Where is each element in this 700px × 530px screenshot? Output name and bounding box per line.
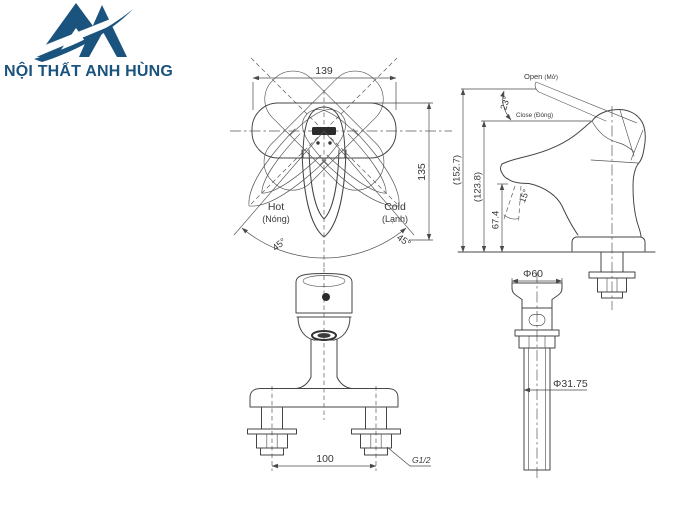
dim-height-closed: (123.8): [473, 172, 484, 202]
logo-mountain-icon: [30, 3, 133, 62]
side-shank: [588, 251, 636, 299]
base-front-outline: [249, 388, 399, 408]
logo: NỘI THẤT ANH HÙNG: [4, 2, 194, 81]
spray-angle-label: 15°: [517, 187, 531, 204]
drain-flange-outline: [511, 282, 563, 309]
dim-drain-flange: Φ60: [523, 268, 543, 280]
dim-height-open: (152.7): [452, 155, 463, 185]
dim-spout-height: 67.4: [491, 211, 502, 230]
hot-label: Hot: [268, 201, 284, 213]
side-view: Open(Mở) Close (Đóng) 23° (152.7) (123.8…: [452, 72, 656, 310]
lever-open-position: [534, 81, 638, 124]
dim-drain-tailpipe: Φ31.75: [553, 378, 588, 390]
dim-handle-width: 139: [315, 65, 333, 77]
top-view: 139 135 45° 45° Hot (Nóng) Cold (Lạnh): [197, 57, 452, 268]
angle-swing-left: 45°: [270, 236, 288, 254]
lift-angle-label: 23°: [498, 95, 512, 111]
dim-handle-depth: 135: [416, 163, 428, 181]
hot-sub-label: (Nóng): [262, 214, 290, 224]
front-view: 100 G1/2: [247, 268, 431, 471]
faucet-side-outline: [500, 109, 646, 252]
drain-assembly: Φ60 Φ31.75: [511, 268, 588, 478]
close-label: Close (Đóng): [516, 112, 553, 119]
logo-brand-text: NỘI THẤT ANH HÙNG: [4, 63, 174, 80]
cold-label: Cold: [384, 201, 406, 213]
cold-sub-label: (Lạnh): [382, 214, 408, 224]
dim-hole-spacing: 100: [316, 453, 334, 465]
thread-size-label: G1/2: [412, 455, 431, 465]
open-label: Open(Mở): [524, 72, 558, 81]
handle-button: [322, 293, 330, 301]
aerator: [311, 330, 337, 341]
mounting-legs: [247, 406, 401, 456]
handle-front-outline: [295, 273, 353, 314]
